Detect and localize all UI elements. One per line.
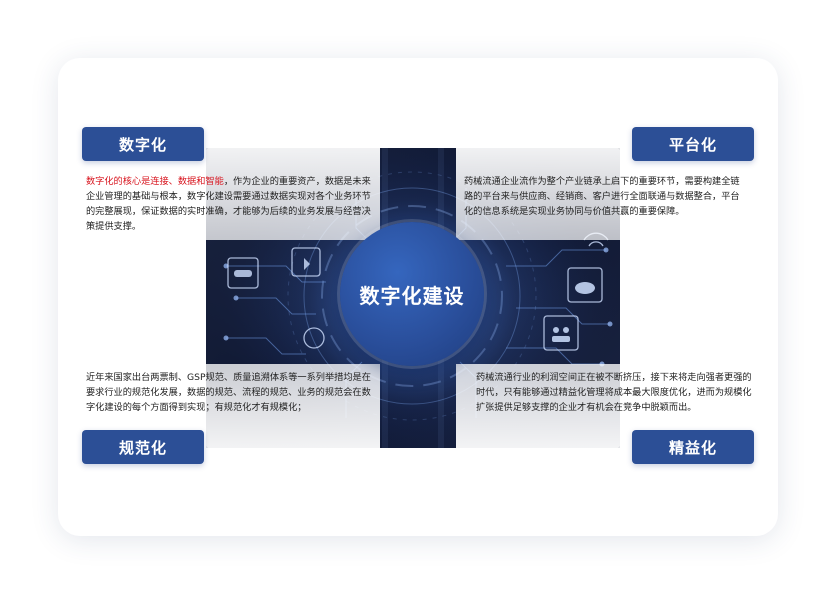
description-digitalization: 数字化的核心是连接、数据和智能，作为企业的重要资产，数据是未来企业管理的基础与根… [86,174,372,234]
gamepad-icon [227,257,259,289]
highlight-text: 数字化的核心是连接、数据和智能 [86,176,224,187]
description-lean-management: 药械流通行业的利润空间正在被不断挤压，接下来将走向强者更强的时代，只有能够通过精… [476,372,752,413]
description-standardization: 近年来国家出台两票制、GSP规范、质量追溯体系等一系列举措均是在要求行业的规范化… [86,372,371,413]
users-icon [543,315,579,351]
description-text: ，作为企业的重要资产，数据是未来企业管理的基础与根本，数字化建设需要通过数据实现… [86,176,371,232]
label-digitalization: 数字化 [82,127,204,161]
center-title: 数字化建设 [359,283,465,308]
aperture-icon [303,327,325,349]
cloud-icon [567,267,603,303]
center-title-circle: 数字化建设 [340,222,484,366]
label-standardization: 规范化 [82,430,204,464]
description-platformization: 药械流通企业流作为整个产业链承上启下的重要环节，需要构建全链路的平台来与供应商、… [464,176,740,217]
label-platformization: 平台化 [632,127,754,161]
label-lean-management: 精益化 [632,430,754,464]
